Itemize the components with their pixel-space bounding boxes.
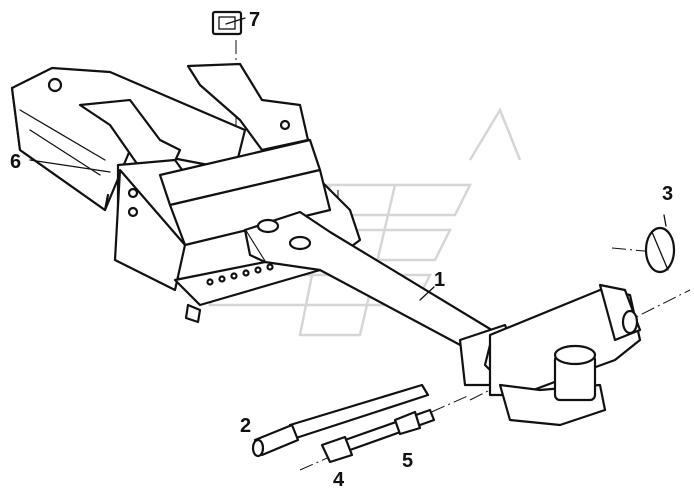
mounting-frame: [10, 62, 362, 324]
drawbar: [243, 210, 517, 387]
callout-1: 1: [434, 269, 445, 291]
callout-4: 4: [333, 469, 345, 491]
pin-part: [251, 383, 430, 458]
lynch-pin: [644, 214, 676, 274]
callout-5: 5: [402, 450, 413, 472]
hitch-head: [488, 283, 642, 427]
callouts: 1 2 3 4 5 6 7: [10, 9, 673, 491]
leader-lines: [29, 17, 435, 301]
callout-7: 7: [249, 9, 260, 31]
callout-6: 6: [10, 151, 21, 173]
callout-2: 2: [240, 415, 251, 437]
clip-part: [211, 10, 243, 36]
bolt-part: [320, 408, 436, 464]
callout-3: 3: [662, 183, 673, 205]
